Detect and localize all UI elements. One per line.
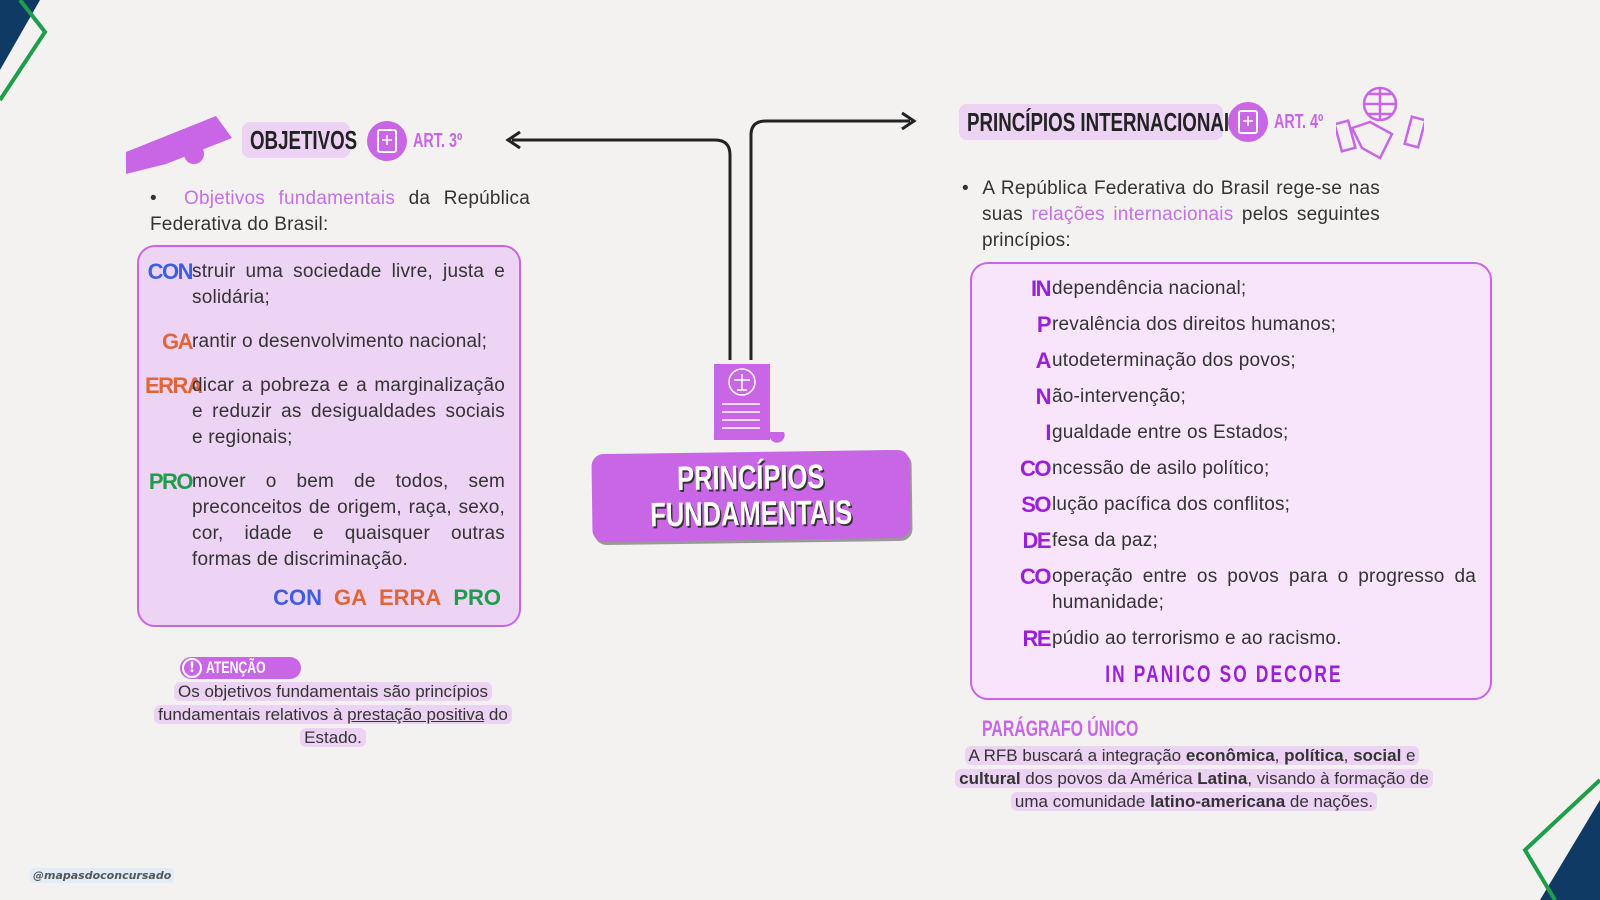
paragrafo-segment: ,: [1343, 746, 1354, 765]
mnemonic-prefix: N: [1035, 384, 1052, 409]
objetivo-text: struir uma sociedade livre, justa e soli…: [192, 261, 505, 308]
objetivo-text: mover o bem de todos, sem preconceitos d…: [192, 471, 505, 570]
principio-text: ncessão de asilo político;: [1052, 458, 1270, 479]
mnemonic-prefix: IN: [1031, 276, 1052, 301]
internacionais-article: ART. 4º: [1274, 111, 1324, 133]
paragrafo-segment: política: [1284, 746, 1344, 765]
paragrafo-segment: e: [1401, 746, 1416, 765]
mnemonic-part: ERRA: [378, 585, 442, 610]
mnemonic-prefix: CON: [147, 259, 194, 284]
corner-decoration-top-left: [0, 0, 48, 102]
central-title-line: PRINCÍPIOS: [676, 457, 825, 499]
internacionais-mnemonic: IN PANICO SO DECORE: [1105, 661, 1343, 688]
paragrafo-segment: dos povos da América: [1020, 769, 1198, 788]
objetivo-text: dicar a pobreza e a marginalização e red…: [192, 375, 505, 448]
exclamation-icon: !: [182, 658, 202, 678]
attention-label: ATENÇÃO: [206, 658, 266, 677]
objetivos-intro-highlight: Objetivos fundamentais: [183, 188, 396, 209]
handshake-icon: [126, 116, 232, 174]
mnemonic-prefix: CO: [1020, 456, 1052, 481]
central-title: PRINCÍPIOS FUNDAMENTAIS: [631, 450, 871, 535]
paragrafo-segment: A RFB buscará a integração: [968, 746, 1186, 765]
objetivos-mnemonic: CON GA ERRA PRO: [261, 585, 501, 613]
connector-arrows: [505, 111, 917, 360]
mnemonic-prefix: CO: [1020, 564, 1052, 589]
internacionais-title: PRINCÍPIOS INTERNACIONAIS: [967, 106, 1242, 137]
globe-handshake-icon: [1336, 86, 1424, 160]
principio-text: ão-intervenção;: [1052, 386, 1186, 407]
paragrafo-segment: de nações.: [1285, 792, 1374, 811]
watermark: @mapasdoconcursado: [30, 868, 175, 883]
central-title-box: PRINCÍPIOS FUNDAMENTAIS: [591, 449, 911, 543]
objetivo-text: rantir o desenvolvimento nacional;: [192, 331, 488, 352]
mnemonic-prefix: DE: [1022, 528, 1051, 553]
principio-text: revalência dos direitos humanos;: [1052, 314, 1337, 335]
principio-text: utodeterminação dos povos;: [1052, 350, 1296, 371]
mnemonic-prefix: ERRA: [145, 373, 203, 398]
corner-decoration-bottom-right: [1522, 778, 1600, 900]
law-book-icon: [367, 121, 407, 161]
internacionais-intro: • A República Federativa do Brasil rege-…: [962, 178, 1380, 251]
principio-text: fesa da paz;: [1052, 530, 1158, 551]
objetivos-title: OBJETIVOS: [250, 124, 358, 155]
paragrafo-title: PARÁGRAFO ÚNICO: [982, 716, 1139, 741]
central-title-line: FUNDAMENTAIS: [649, 493, 853, 535]
principio-text: púdio ao terrorismo e ao racismo.: [1052, 628, 1342, 649]
paragrafo-text: A RFB buscará a integração econômica, po…: [948, 744, 1440, 813]
objetivos-intro: • Objetivos fundamentais da República Fe…: [150, 188, 530, 235]
paragrafo-segment: latino-americana: [1150, 792, 1286, 811]
paragrafo-segment: social: [1353, 746, 1402, 765]
principio-text: lução pacífica dos conflitos;: [1052, 494, 1291, 515]
mnemonic-prefix: A: [1035, 348, 1052, 373]
principio-text: gualdade entre os Estados;: [1052, 422, 1289, 443]
attention-text: Os objetivos fundamentais são princípios…: [138, 680, 528, 749]
paragrafo-segment: , visando à formação de uma comunidade: [1014, 769, 1429, 811]
mnemonic-prefix: PRO: [148, 469, 194, 494]
attention-badge: ! ATENÇÃO: [180, 657, 301, 679]
objetivos-article: ART. 3º: [413, 130, 463, 152]
mnemonic-part: GA: [333, 585, 367, 610]
mnemonic-prefix: P: [1036, 312, 1052, 337]
mnemonic-prefix: RE: [1022, 626, 1051, 651]
mnemonic-part: PRO: [453, 585, 501, 610]
objetivos-intro-rest: da República Federativa do Brasil:: [150, 188, 530, 235]
mnemonic-prefix: I: [1045, 420, 1051, 445]
mnemonic-prefix: SO: [1021, 492, 1051, 517]
paragrafo-segment: econômica: [1185, 746, 1275, 765]
paragrafo-segment: cultural: [959, 769, 1021, 788]
paragrafo-segment: Latina: [1197, 769, 1248, 788]
principio-text: dependência nacional;: [1052, 278, 1247, 299]
internacionais-title-tag: PRINCÍPIOS INTERNACIONAIS: [959, 104, 1242, 140]
mnemonic-part: CON: [273, 585, 322, 610]
mnemonic-prefix: GA: [162, 329, 194, 354]
paragrafo-segment: ,: [1274, 746, 1285, 765]
principio-text: operação entre os povos para o progresso…: [1052, 566, 1476, 613]
law-book-icon: [1228, 102, 1268, 142]
objetivos-title-tag: OBJETIVOS: [242, 122, 357, 158]
legal-document-icon: [714, 364, 785, 443]
